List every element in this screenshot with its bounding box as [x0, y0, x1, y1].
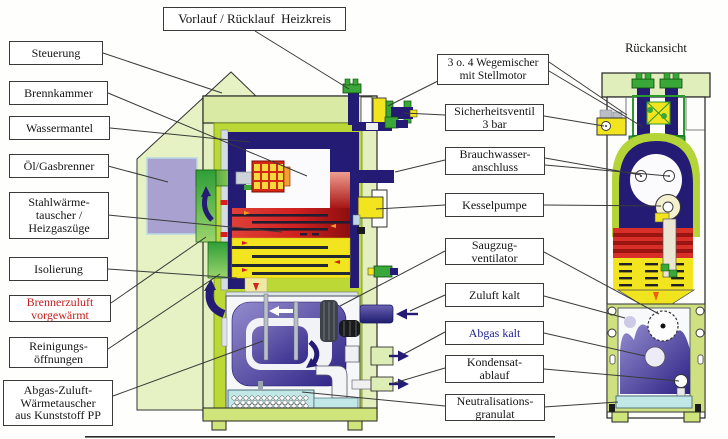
flue-gas-outlet-duct — [344, 345, 409, 366]
label-stahlwaermetauscher: Stahlwärme- tauscher / Heizgaszüge — [9, 192, 109, 239]
label-abgas-zuluft-waermetauscher: Abgas-Zuluft- Wärmetauscher aus Kunststo… — [3, 380, 113, 426]
label-oel-gasbrenner: Öl/Gasbrenner — [9, 154, 109, 178]
cold-air-inlet-duct — [359, 304, 418, 324]
recirculation-arrow — [204, 279, 226, 318]
flame-return-column — [330, 172, 350, 209]
label-wassermantel: Wassermantel — [9, 116, 110, 140]
label-saugzugventilator: Saugzug- ventilator — [445, 238, 544, 265]
label-wegemischer: 3 o. 4 Wegemischer mit Stellmotor — [437, 54, 549, 85]
leader-lines — [102, 30, 680, 408]
air-up-arrowhead-icon — [201, 186, 211, 197]
scan-edge-line — [85, 436, 555, 438]
boiler-cross-section — [136, 71, 418, 431]
rear-chamber-opening — [630, 154, 682, 206]
flow-left-arrow-icon — [269, 306, 279, 316]
label-sicherheitsventil: Sicherheitsventil 3 bar — [445, 104, 544, 131]
rear-plastic-module — [606, 303, 706, 413]
heat-exchanger-yellow — [231, 237, 351, 279]
label-brennerzuluft-vorgewaermt: Brennerzuluft vorgewärmt — [9, 295, 111, 322]
rear-down-arrow-icon — [653, 292, 659, 301]
flow-return-connection — [342, 78, 362, 125]
mixer-and-actuator — [352, 96, 418, 131]
neutralisation-tray — [227, 381, 359, 409]
label-vorlauf-ruecklauf-heizkreis: Vorlauf / Rücklauf Heizkreis — [163, 7, 346, 31]
label-kondensatablauf: Kondensat- ablauf — [445, 355, 544, 383]
rear-top-cap — [601, 72, 711, 98]
tie-rod — [293, 301, 299, 361]
oil-gas-burner — [235, 160, 291, 193]
boiler-base — [202, 407, 378, 431]
boiler-rear-view — [596, 72, 711, 423]
outlet-arrow-icon — [398, 350, 409, 362]
label-neutralisationsgranulat: Neutralisations- granulat — [445, 394, 545, 421]
inlet-arrow-icon — [396, 308, 407, 320]
rear-base — [609, 404, 701, 423]
boiler-pump — [352, 189, 388, 234]
rear-water-tray — [615, 395, 693, 409]
flue-gas-fan — [320, 300, 360, 342]
lower-green-fitting — [367, 265, 398, 278]
rear-safety-valve — [596, 109, 627, 136]
rear-heat-exchanger — [613, 228, 693, 290]
label-isolierung: Isolierung — [9, 257, 108, 281]
label-kesselpumpe: Kesselpumpe — [445, 193, 544, 217]
steel-heat-exchanger-red — [232, 208, 350, 238]
label-brauchwasseranschluss: Brauchwasser- anschluss — [445, 147, 545, 175]
label-zuluft-kalt: Zuluft kalt — [445, 283, 544, 307]
label-abgas-kalt: Abgas kalt — [445, 321, 544, 345]
condensate-outlet-duct — [351, 376, 409, 392]
tie-rod — [263, 293, 269, 361]
label-reinigungsoeffnungen: Reinigungs- öffnungen — [9, 337, 108, 368]
granulate-pellets — [231, 395, 309, 409]
caption-rueckansicht: Rückansicht — [625, 41, 687, 55]
flue-down-arrow-icon — [253, 283, 259, 291]
label-steuerung: Steuerung — [9, 41, 103, 65]
label-brennkammer: Brennkammer — [9, 81, 108, 105]
dhw-connection-pipe — [358, 170, 394, 183]
